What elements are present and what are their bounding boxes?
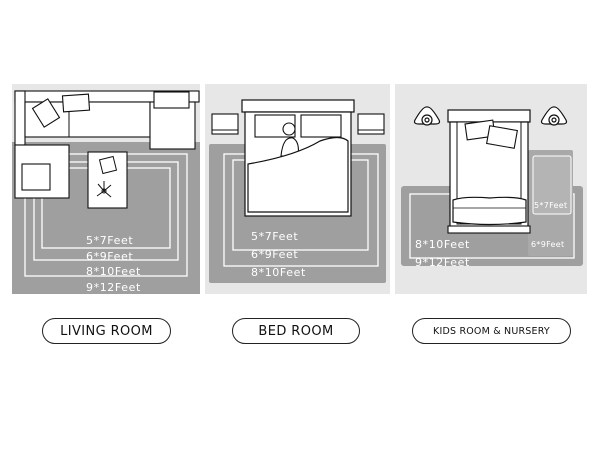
cushion [61, 93, 91, 113]
size-label-8x10: 8*10Feet [86, 265, 141, 278]
size-label-5x7: 5*7Feet [86, 234, 134, 247]
size-label-8x10: 8*10Feet [415, 238, 470, 251]
blanket [247, 136, 349, 213]
book [98, 155, 118, 175]
lamp-icon [413, 106, 441, 126]
size-label-6x9: 6*9Feet [86, 250, 134, 263]
bed-room-illustration [209, 99, 386, 283]
size-label-6x9: 6*9Feet [531, 240, 565, 249]
size-label-6x9: 6*9Feet [251, 248, 299, 261]
living-room-panel: 5*7Feet 6*9Feet 8*10Feet 9*12Feet [12, 84, 200, 294]
crib-foot [447, 225, 531, 234]
sofa-left-arm [14, 90, 26, 146]
nightstand [357, 113, 385, 135]
bed-headboard [241, 99, 355, 113]
flower-icon [96, 181, 112, 198]
lamp-icon [540, 106, 568, 126]
size-label-5x7: 5*7Feet [251, 230, 299, 243]
living-room-title: LIVING ROOM [42, 318, 171, 344]
kids-room-illustration [401, 106, 583, 266]
cushion [21, 163, 51, 191]
bed-room-panel: 5*7Feet 6*9Feet 8*10Feet [205, 84, 390, 294]
kids-room-panel: 5*7Feet 6*9Feet 8*10Feet 9*12Feet [395, 84, 587, 294]
size-label-8x10: 8*10Feet [251, 266, 306, 279]
person-icon [280, 122, 299, 157]
bed-room-title: BED ROOM [232, 318, 360, 344]
size-label-5x7: 5*7Feet [534, 201, 568, 210]
pillow [486, 125, 518, 149]
pillow [300, 114, 342, 138]
kids-room-title: KIDS ROOM & NURSERY [412, 318, 571, 344]
cushion [31, 98, 61, 128]
cushion [153, 91, 190, 109]
size-label-9x12: 9*12Feet [415, 256, 470, 269]
rug-5x7 [532, 155, 572, 215]
sofa-seat-right [149, 101, 196, 150]
nightstand [211, 113, 239, 135]
living-room-illustration [12, 90, 200, 294]
blanket [452, 196, 527, 226]
size-label-9x12: 9*12Feet [86, 281, 141, 294]
